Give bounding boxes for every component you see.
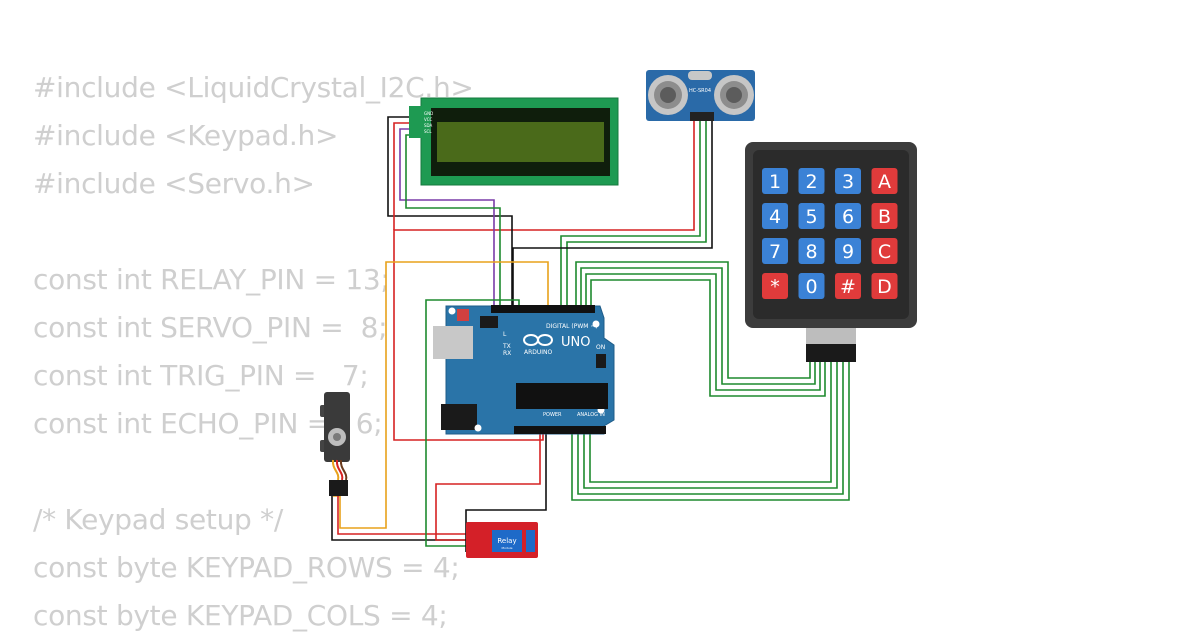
- code-line: const byte KEYPAD_COLS = 4;: [33, 599, 448, 632]
- purple-wire: [399, 128, 495, 306]
- keypad-key[interactable]: A: [871, 168, 898, 194]
- keypad-keys: 1 2 3 A 4 5 6 B 7 8 9 C * 0 # D: [762, 168, 898, 299]
- relay-module[interactable]: Relay Module: [466, 522, 538, 558]
- keypad-key[interactable]: 4: [762, 203, 788, 229]
- servo-motor[interactable]: [320, 392, 350, 496]
- keypad-key[interactable]: 6: [835, 203, 861, 229]
- keypad-key-label: *: [770, 276, 780, 298]
- on-label: ON: [596, 344, 605, 351]
- green-wire: [425, 299, 520, 547]
- lcd-pin-gnd: GND: [424, 111, 433, 116]
- green-wire: [577, 362, 844, 495]
- code-overlay: #include <LiquidCrystal_I2C.h>#include <…: [33, 64, 474, 640]
- code-line: const int SERVO_PIN = 8;: [33, 311, 388, 344]
- keypad-key-label: C: [878, 241, 891, 263]
- keypad-key-label: 6: [842, 206, 854, 228]
- lcd-pin-vcc: VCC: [424, 117, 433, 122]
- relay-label: Relay: [497, 537, 516, 545]
- keypad-key[interactable]: 2: [798, 168, 825, 194]
- rx-label: RX: [503, 350, 511, 357]
- keypad-key-label: 9: [842, 241, 854, 263]
- black-wire: [387, 116, 513, 306]
- keypad-key-label: 0: [805, 276, 817, 298]
- keypad-key-label: 2: [805, 171, 817, 193]
- green-wire: [580, 267, 816, 385]
- black-wire: [512, 121, 713, 306]
- keypad-key[interactable]: 9: [835, 238, 861, 264]
- keypad-key[interactable]: C: [871, 238, 898, 264]
- keypad-key-label: 4: [769, 206, 781, 228]
- l-label: L: [503, 331, 507, 338]
- analog-label: ANALOG IN: [577, 412, 605, 418]
- green-wire: [575, 261, 811, 379]
- arduino-logo-icon: [523, 334, 553, 346]
- relay-sublabel: Module: [502, 546, 513, 550]
- green-wire: [589, 362, 832, 483]
- wires: [331, 116, 850, 552]
- keypad-key[interactable]: 1: [762, 168, 788, 194]
- keypad-key[interactable]: 0: [798, 273, 825, 299]
- red-wire: [435, 434, 541, 541]
- code-line: const int RELAY_PIN = 13;: [33, 263, 390, 296]
- green-wire: [590, 279, 826, 397]
- code-line: const int TRIG_PIN = 7;: [33, 359, 369, 392]
- tx-label: TX: [502, 343, 511, 350]
- lcd-display[interactable]: GND VCC SDA SCL: [409, 97, 619, 186]
- keypad-key[interactable]: B: [871, 203, 898, 229]
- keypad-key-label: 1: [769, 171, 781, 193]
- green-wire: [585, 273, 821, 391]
- lcd-pin-scl: SCL: [424, 129, 432, 134]
- keypad-key-label: 8: [805, 241, 817, 263]
- keypad-key-label: 5: [805, 206, 817, 228]
- keypad-key[interactable]: 5: [798, 203, 825, 229]
- power-label: POWER: [543, 412, 562, 418]
- code-line: const int ECHO_PIN = 6;: [33, 407, 383, 440]
- keypad-key-label: #: [840, 276, 856, 298]
- keypad-key-label: D: [877, 276, 892, 298]
- keypad-key-label: 7: [769, 241, 781, 263]
- red-wire: [337, 496, 466, 535]
- keypad-key-label: A: [878, 171, 891, 193]
- red-wire: [393, 121, 695, 441]
- keypad-key[interactable]: 7: [762, 238, 788, 264]
- code-line: #include <Keypad.h>: [33, 119, 339, 152]
- lcd-pin-sda: SDA: [424, 123, 433, 128]
- brand-label: ARDUINO: [524, 349, 553, 356]
- keypad[interactable]: 1 2 3 A 4 5 6 B 7 8 9 C * 0 # D: [745, 142, 917, 362]
- keypad-key-label: B: [878, 206, 891, 228]
- green-wire: [571, 362, 850, 501]
- board-label: UNO: [561, 335, 590, 350]
- green-wire: [583, 362, 838, 489]
- keypad-key[interactable]: 3: [835, 168, 861, 194]
- keypad-key[interactable]: 8: [798, 238, 825, 264]
- digital-label: DIGITAL (PWM ~): [546, 323, 598, 330]
- ultrasonic-sensor[interactable]: HC-SR04: [646, 70, 755, 121]
- code-line: /* Keypad setup */: [33, 503, 283, 536]
- code-line: #include <Servo.h>: [33, 167, 315, 200]
- code-line: const byte KEYPAD_ROWS = 4;: [33, 551, 460, 584]
- keypad-key[interactable]: D: [871, 273, 898, 299]
- keypad-key[interactable]: #: [835, 273, 861, 299]
- keypad-key[interactable]: *: [762, 273, 788, 299]
- arduino-uno[interactable]: DIGITAL (PWM ~) UNO ARDUINO ON TX RX L P…: [433, 305, 615, 435]
- keypad-key-label: 3: [842, 171, 854, 193]
- green-wire: [560, 121, 701, 306]
- black-wire: [331, 496, 466, 541]
- green-wire: [566, 121, 707, 306]
- sensor-label: HC-SR04: [689, 88, 711, 94]
